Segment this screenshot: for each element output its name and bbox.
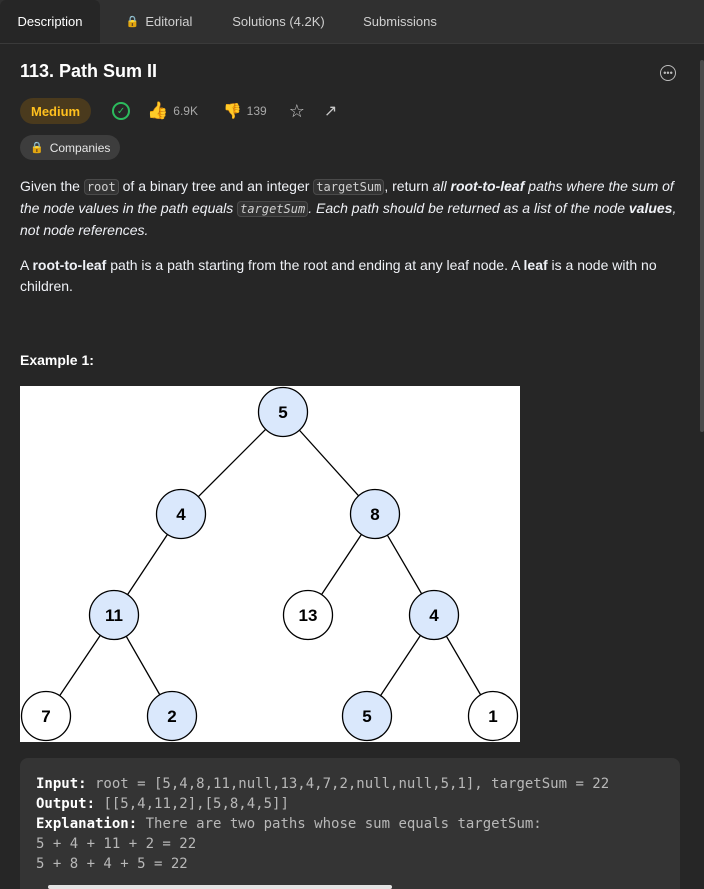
tab-editorial[interactable]: 🔒 Editorial: [100, 0, 218, 43]
tree-node: 2: [146, 690, 198, 742]
thumbs-up-icon: 👍: [147, 101, 169, 120]
output-label: Output:: [36, 796, 96, 812]
vertical-scrollbar[interactable]: [700, 60, 704, 432]
svg-text:4: 4: [176, 505, 186, 524]
tab-submissions[interactable]: Submissions: [339, 0, 461, 43]
tree-node: 11: [88, 589, 140, 641]
like-button[interactable]: 👍 6.9K: [147, 101, 198, 121]
tab-description[interactable]: Description: [0, 0, 100, 43]
horizontal-scrollbar[interactable]: [48, 885, 392, 889]
problem-title[interactable]: 113. Path Sum II: [20, 61, 158, 81]
explanation-line-2: 5 + 8 + 4 + 5 = 22: [36, 856, 188, 872]
input-value: root = [5,4,8,11,null,13,4,7,2,null,null…: [86, 776, 610, 792]
svg-text:13: 13: [299, 606, 318, 625]
solved-check-icon: ✓: [112, 102, 131, 120]
output-value: [[5,4,11,2],[5,8,4,5]]: [95, 796, 289, 812]
tree-diagram: 5 4 8 11 13 4 7 2 5 1: [20, 386, 520, 742]
dislike-count: 139: [246, 104, 267, 118]
svg-text:7: 7: [41, 707, 50, 726]
tab-submissions-label: Submissions: [363, 14, 437, 29]
svg-text:8: 8: [370, 505, 379, 524]
tab-solutions[interactable]: Solutions (4.2K): [218, 0, 339, 43]
explanation-label: Explanation:: [36, 816, 138, 832]
tree-node: 8: [349, 488, 401, 540]
example-content: Input: root = [5,4,8,11,null,13,4,7,2,nu…: [36, 774, 609, 874]
example-box: Input: root = [5,4,8,11,null,13,4,7,2,nu…: [20, 758, 680, 889]
svg-text:4: 4: [429, 606, 439, 625]
explanation-line-1: 5 + 4 + 11 + 2 = 22: [36, 836, 197, 852]
dislike-button[interactable]: 👎 139: [223, 102, 267, 120]
companies-button[interactable]: 🔒 Companies: [20, 135, 121, 160]
svg-text:5: 5: [362, 707, 371, 726]
svg-text:1: 1: [488, 707, 497, 726]
svg-text:2: 2: [167, 707, 176, 726]
problem-meta-row: Medium ✓ 👍 6.9K 👎 139 ☆ ↗: [20, 98, 337, 124]
explanation-value: There are two paths whose sum equals tar…: [137, 816, 542, 832]
example-title: Example 1:: [20, 352, 94, 368]
tree-node: 1: [467, 690, 519, 742]
tree-node: 5: [257, 386, 309, 438]
thumbs-down-icon: 👎: [222, 103, 242, 120]
like-count: 6.9K: [173, 104, 198, 118]
lock-icon: 🔒: [30, 142, 44, 154]
tab-editorial-label: Editorial: [145, 14, 193, 29]
description-paragraph-1: Given the root of a binary tree and an i…: [20, 178, 677, 238]
difficulty-badge: Medium: [20, 98, 92, 124]
tab-bar: Description 🔒Editorial Solutions (4.2K) …: [0, 0, 704, 44]
svg-text:5: 5: [278, 403, 287, 422]
tree-node: 13: [282, 589, 334, 641]
star-icon[interactable]: ☆: [288, 100, 305, 121]
tree-node: 5: [341, 690, 393, 742]
tab-solutions-label: Solutions (4.2K): [232, 14, 325, 29]
companies-label: Companies: [49, 140, 111, 155]
tree-node: 7: [20, 690, 72, 742]
tree-node: 4: [155, 488, 207, 540]
svg-text:11: 11: [105, 606, 123, 625]
description-paragraph-2: A root-to-leaf path is a path starting f…: [20, 257, 657, 294]
input-label: Input:: [36, 776, 87, 792]
lock-icon: 🔒: [125, 16, 140, 28]
more-options-icon[interactable]: •••: [660, 65, 676, 81]
tab-description-label: Description: [17, 14, 83, 29]
share-icon[interactable]: ↗: [323, 103, 338, 120]
tree-node: 4: [408, 589, 460, 641]
